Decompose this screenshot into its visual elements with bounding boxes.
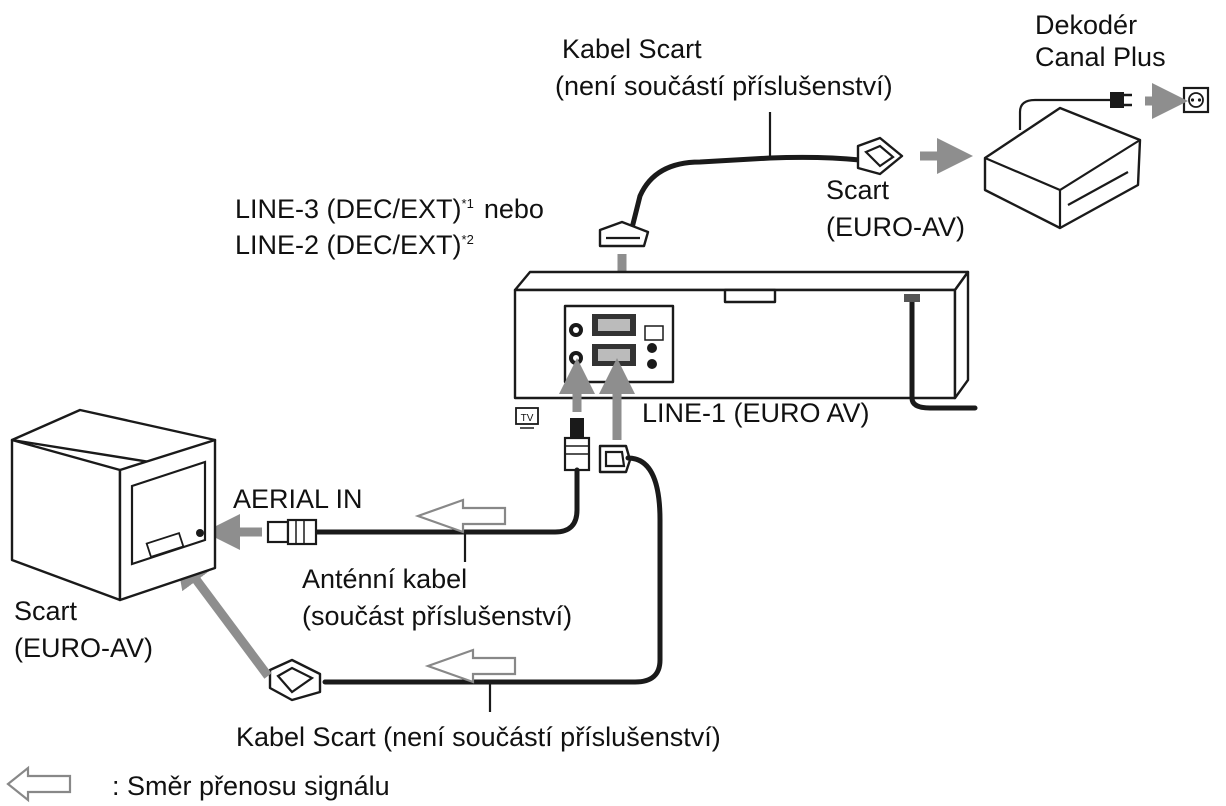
vcr-unit [513,270,970,400]
scart-plug-line3 [598,220,650,248]
scart-plug-tv [268,658,322,702]
decoder-box [983,98,1142,230]
aerial-plug-vcr [563,418,591,472]
aerial-plug-tv [266,518,318,546]
scart-decoder-label-line2: (EURO-AV) [826,212,965,242]
tv-icon: TV [515,407,539,429]
aerial-in-label: AERIAL IN [233,484,363,514]
scart-cable-top [629,154,863,231]
scart-decoder-label-line1: Scart [826,175,890,205]
aerial-cable-label-line1: Anténní kabel [302,564,467,594]
scart-cable-top-label-line1: Kabel Scart [562,34,702,64]
scart-plug-line1 [598,444,632,474]
decoder-title-line1: Dekodér [1035,10,1137,40]
wall-socket-icon [1182,86,1210,114]
line2-label: LINE-2 (DEC/EXT)*2 [235,230,474,260]
scart-tv-label-line2: (EURO-AV) [14,633,153,663]
tv-icon-label: TV [521,413,534,424]
scart-cable-top-label-line2: (není součástí příslušenství) [555,71,893,101]
scart-cable-bottom [322,455,663,685]
scart-cable-bottom-label: Kabel Scart (není součástí příslušenství… [236,722,721,752]
vcr-power-inlet [904,294,920,302]
aerial-cable-label-line2: (součást příslušenství) [302,601,572,631]
scart-tv-label-line1: Scart [14,596,78,626]
line1-label: LINE-1 (EURO AV) [642,398,870,428]
decoder-title-line2: Canal Plus [1035,42,1166,72]
signal-direction-arrow-aerial [414,498,507,534]
scart-plug-decoder [856,136,904,176]
legend-arrow-icon [6,765,72,803]
vcr-power-cord [909,297,978,411]
aerial-cable [312,467,580,535]
power-plug-icon [1110,92,1132,108]
television-set [10,408,217,602]
scart-to-tv-arrow [175,551,272,679]
signal-direction-arrow-scart [424,648,517,684]
legend-label: : Směr přenosu signálu [112,771,390,801]
